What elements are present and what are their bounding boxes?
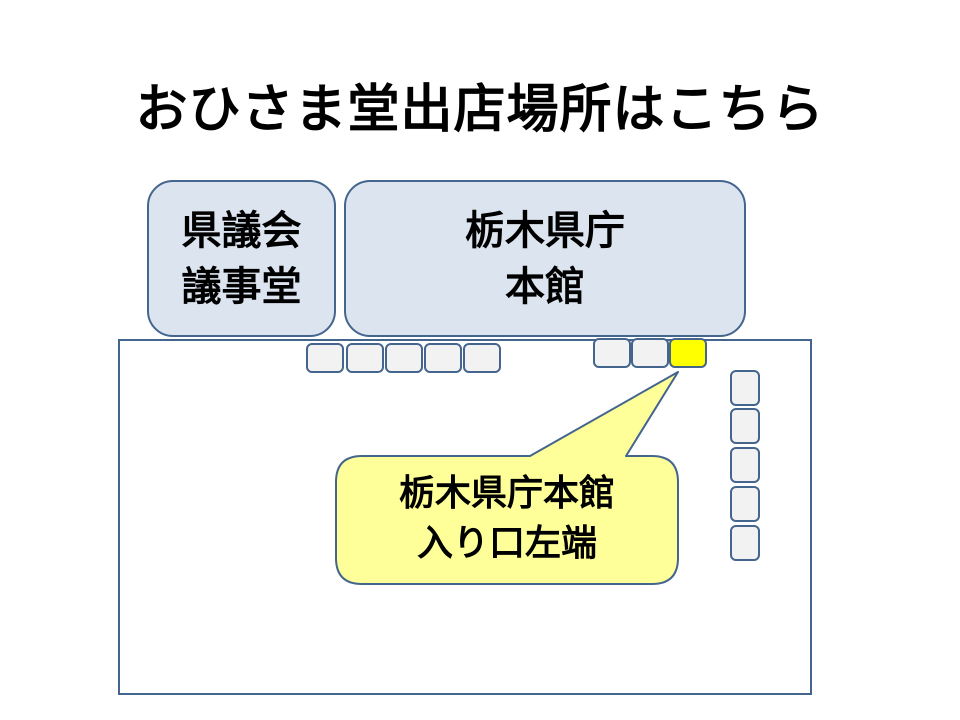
stall-slot: [631, 338, 669, 368]
stall-slot: [730, 408, 760, 444]
callout-line2: 入り口左端: [416, 522, 597, 564]
assembly-label-line2: 議事堂: [181, 262, 302, 310]
ohisamado-stall-highlighted: [669, 338, 707, 368]
stall-slot: [593, 338, 631, 368]
stall-slot: [463, 343, 501, 373]
callout-line1: 栃木県庁本館: [398, 472, 615, 514]
callout-text: 栃木県庁本館 入り口左端: [338, 455, 676, 581]
stall-slot: [730, 447, 760, 483]
stall-slot: [346, 343, 384, 373]
prefectural-assembly-building: 県議会 議事堂: [147, 180, 336, 337]
stall-slot: [424, 343, 462, 373]
stall-slot: [385, 343, 423, 373]
page-title: おひさま堂出店場所はこちら: [135, 79, 825, 140]
stall-slot: [730, 525, 760, 561]
stall-slot: [730, 486, 760, 522]
main-building-label-line1: 栃木県庁: [465, 206, 625, 254]
location-callout-bubble: [335, 371, 679, 585]
assembly-label-line1: 県議会: [181, 206, 302, 254]
stall-slot: [306, 343, 344, 373]
stall-slot: [730, 370, 760, 406]
main-building-label-line2: 本館: [505, 262, 585, 310]
prefectural-office-main-building: 栃木県庁 本館: [344, 180, 746, 337]
